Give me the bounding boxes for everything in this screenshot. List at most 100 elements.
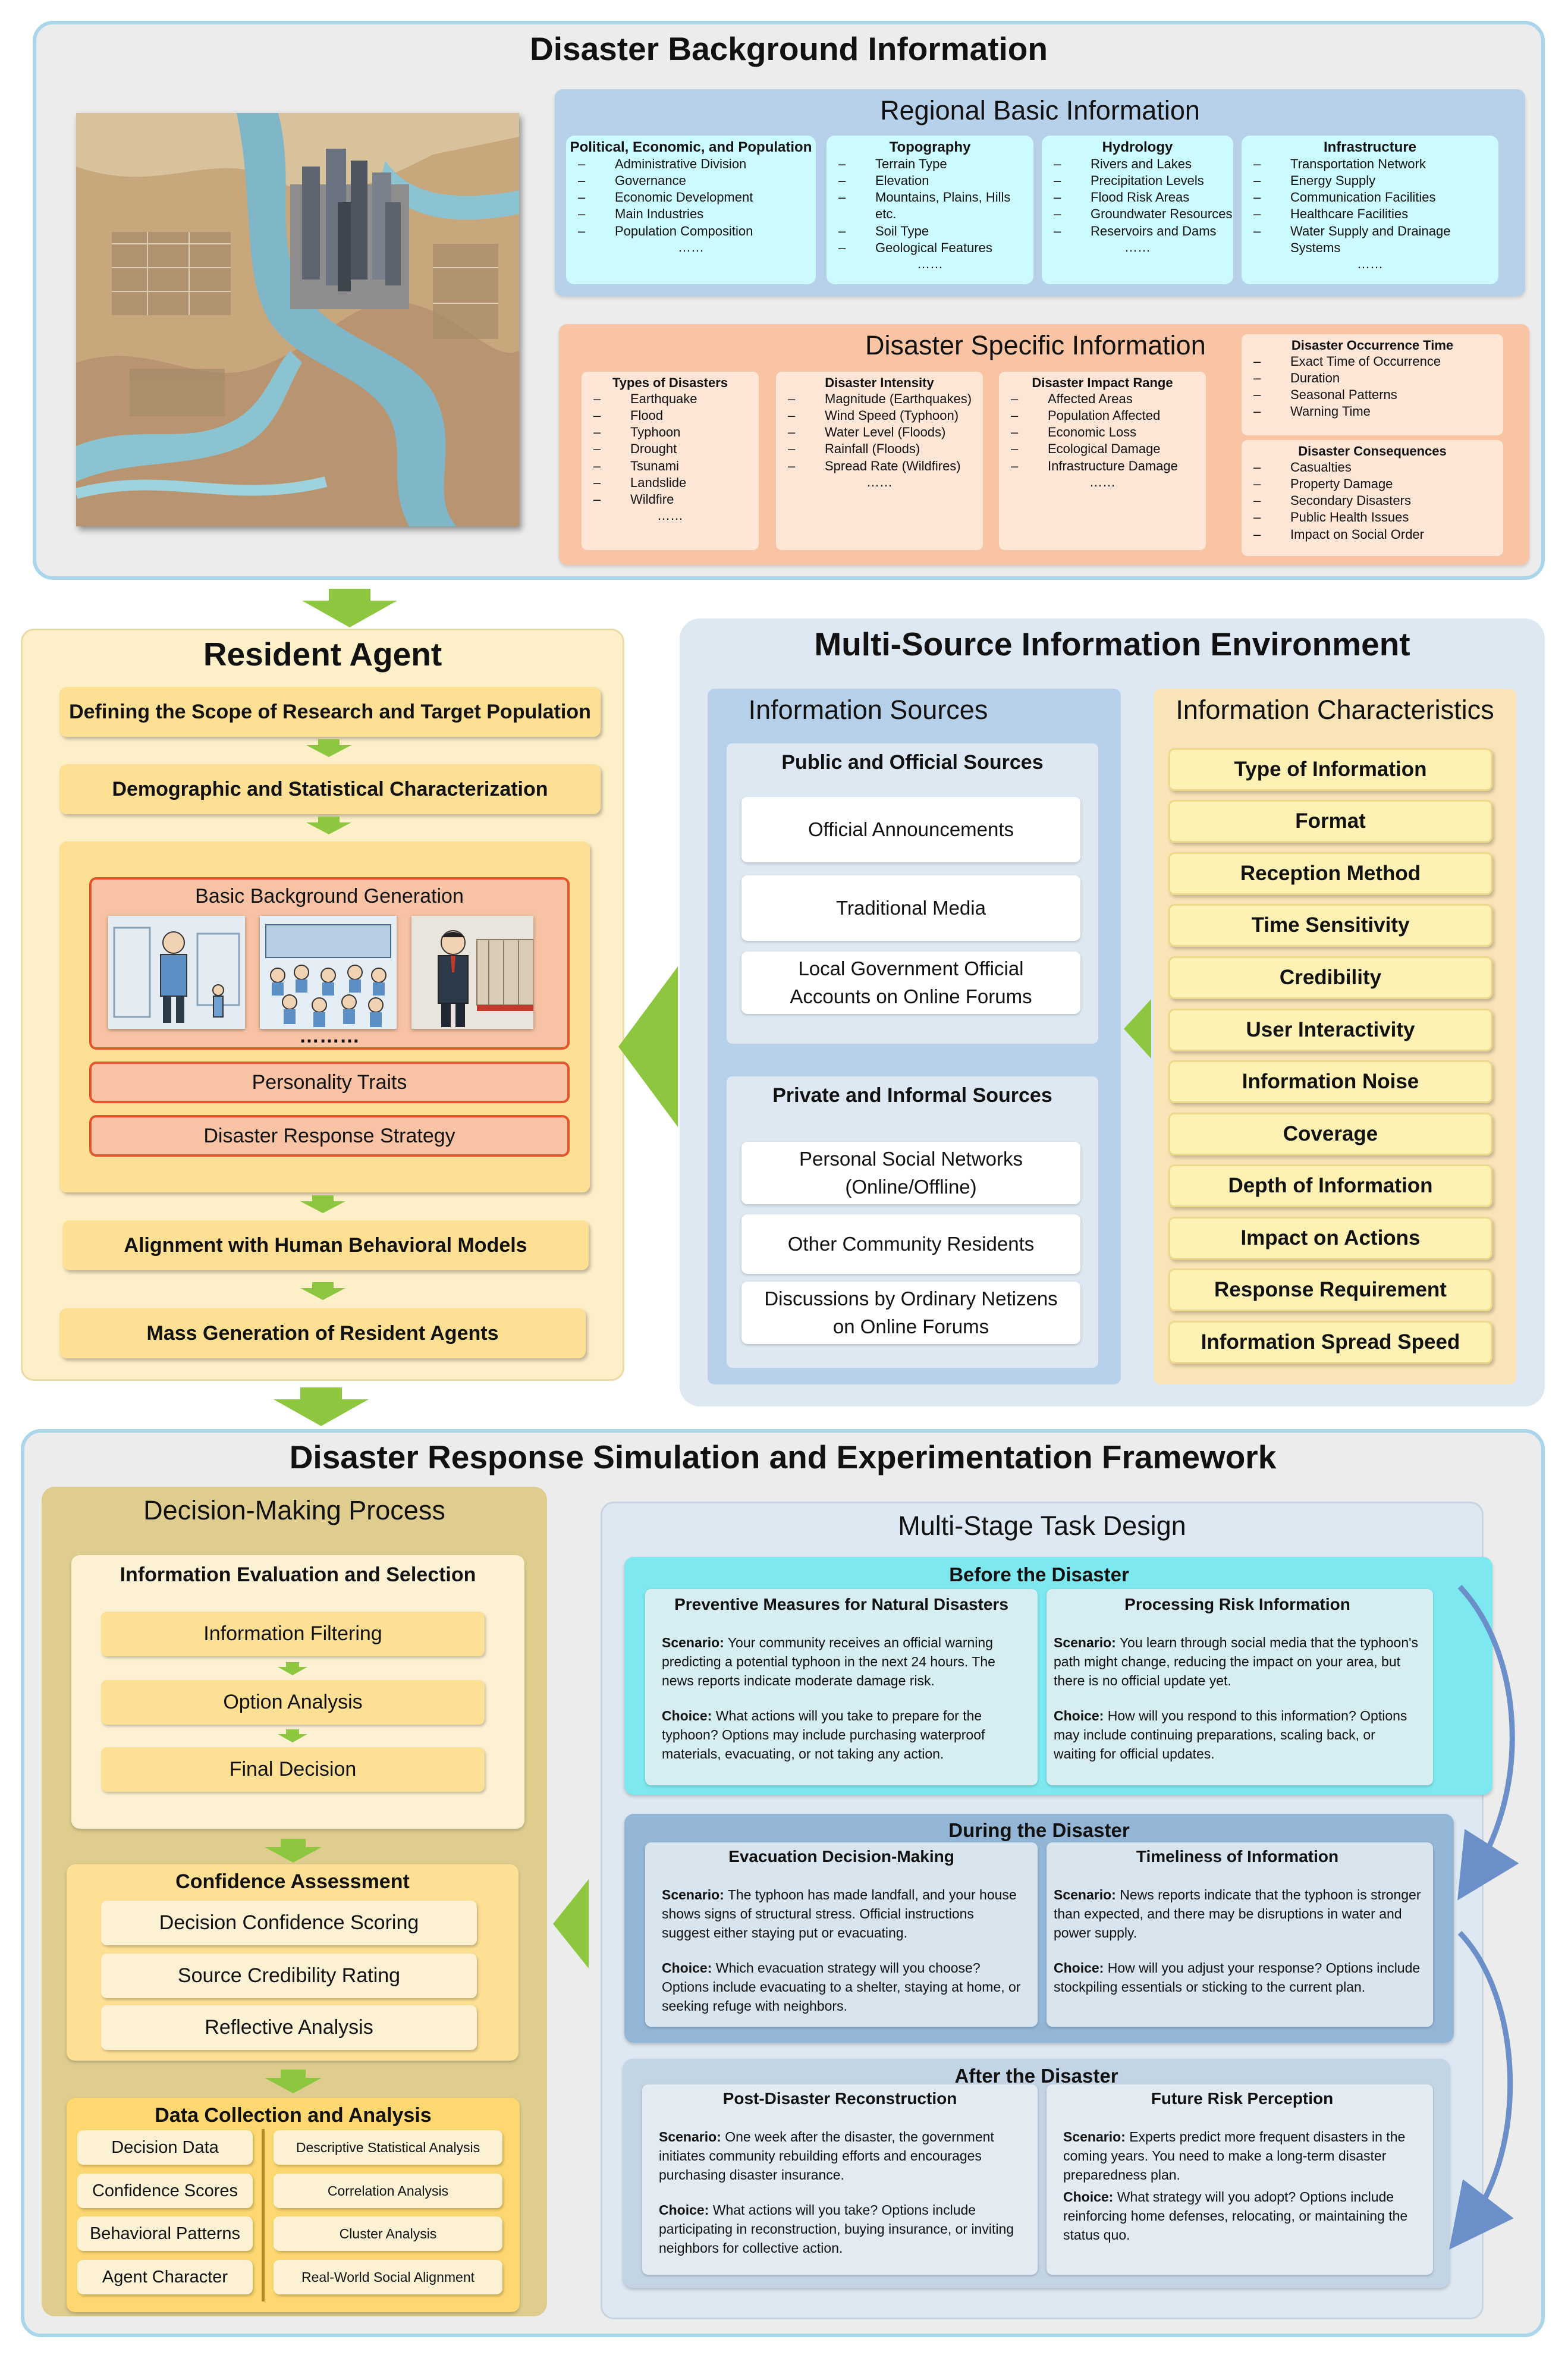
analysis-cluster: Cluster Analysis: [274, 2216, 502, 2251]
task-card: Timeliness of Information Scenario: News…: [1047, 1842, 1433, 2027]
scenario-label: Scenario:: [659, 2129, 721, 2144]
list-item: Energy Supply: [1242, 172, 1498, 189]
data-agent-character: Agent Character: [77, 2260, 253, 2294]
list-item: Magnitude (Earthquakes): [776, 391, 983, 407]
arrow-down-icon: [302, 589, 397, 627]
stage-during-title: During the Disaster: [948, 1819, 1130, 1841]
list-more: ……: [1357, 256, 1383, 271]
char-user-interactivity: User Interactivity: [1168, 1009, 1492, 1051]
data-confidence-scores: Confidence Scores: [77, 2174, 253, 2208]
arrow-down-icon: [300, 1282, 345, 1300]
data-decision-data: Decision Data: [77, 2130, 253, 2165]
list-item: Population Affected: [999, 407, 1206, 424]
list-item: Warning Time: [1242, 403, 1503, 420]
task-scenario: News reports indicate that the typhoon i…: [1054, 1887, 1421, 1941]
specific-col-title: Types of Disasters: [612, 375, 728, 390]
char-reception-method: Reception Method: [1168, 852, 1492, 895]
confidence-title: Confidence Assessment: [175, 1870, 410, 1893]
source-official-announcements: Official Announcements: [741, 797, 1080, 862]
choice-label: Choice:: [1054, 1960, 1104, 1976]
step-option-analysis: Option Analysis: [101, 1680, 485, 1725]
list-item: Secondary Disasters: [1242, 492, 1503, 509]
choice-label: Choice:: [662, 1960, 712, 1976]
choice-label: Choice:: [662, 1707, 712, 1723]
info-sources-title: Information Sources: [748, 695, 988, 725]
list-item: Drought: [582, 441, 759, 457]
list-more: ……: [678, 239, 704, 255]
list-item: Governance: [566, 172, 816, 189]
scenario-label: Scenario:: [662, 1887, 724, 1902]
task-scenario: One week after the disaster, the governm…: [659, 2129, 994, 2183]
decision-process-title: Decision-Making Process: [143, 1495, 445, 1525]
list-item: Impact on Social Order: [1242, 526, 1503, 543]
analysis-correlation: Correlation Analysis: [274, 2174, 502, 2208]
char-format: Format: [1168, 800, 1492, 843]
arrow-down-icon: [278, 1729, 307, 1742]
list-item: Economic Development: [566, 189, 816, 206]
specific-occurrence-time: Disaster Occurrence Time Exact Time of O…: [1242, 334, 1503, 435]
arrow-down-icon: [265, 2070, 322, 2093]
regional-col-title: Hydrology: [1102, 139, 1173, 155]
data-behavioral-patterns: Behavioral Patterns: [77, 2216, 253, 2251]
arrow-down-icon: [274, 1387, 369, 1426]
char-coverage: Coverage: [1168, 1113, 1492, 1155]
task-design-title: Multi-Stage Task Design: [898, 1511, 1186, 1541]
specific-col-impact: Disaster Impact Range Affected Areas Pop…: [999, 372, 1206, 550]
list-item: Precipitation Levels: [1042, 172, 1233, 189]
task-title: Future Risk Perception: [1151, 2089, 1334, 2108]
background-title: Disaster Background Information: [530, 30, 1048, 67]
task-title: Post-Disaster Reconstruction: [722, 2089, 957, 2108]
list-item: Transportation Network: [1242, 156, 1498, 172]
arrow-left-icon: [618, 966, 678, 1127]
stage-before-title: Before the Disaster: [949, 1563, 1129, 1585]
analysis-descriptive: Descriptive Statistical Analysis: [274, 2130, 502, 2165]
resident-illustration-1: [108, 916, 245, 1029]
choice-label: Choice:: [1063, 2188, 1114, 2205]
source-traditional-media: Traditional Media: [741, 875, 1080, 941]
choice-label: Choice:: [1054, 1707, 1104, 1723]
list-item: Water Supply and Drainage Systems: [1242, 223, 1498, 256]
arrow-left-icon: [553, 1879, 589, 1968]
char-type-of-information: Type of Information: [1168, 748, 1492, 791]
task-choice: Which evacuation strategy will you choos…: [662, 1960, 1021, 2014]
arrow-down-icon: [300, 1195, 345, 1213]
list-more: ……: [1089, 474, 1115, 489]
source-community-residents: Other Community Residents: [741, 1214, 1080, 1274]
char-information-spread-speed: Information Spread Speed: [1168, 1321, 1492, 1364]
task-choice: What actions will you take? Options incl…: [659, 2202, 1014, 2256]
list-item: Seasonal Patterns: [1242, 387, 1503, 403]
list-item: Geological Features: [827, 240, 1033, 256]
list-item: Administrative Division: [566, 156, 816, 172]
arrow-down-icon: [265, 1839, 322, 1863]
list-item: Exact Time of Occurrence: [1242, 353, 1503, 370]
step-final-decision: Final Decision: [101, 1747, 485, 1792]
task-title: Processing Risk Information: [1124, 1595, 1350, 1613]
public-sources-title: Public and Official Sources: [781, 751, 1044, 774]
specific-col-intensity: Disaster Intensity Magnitude (Earthquake…: [776, 372, 983, 550]
list-item: Affected Areas: [999, 391, 1206, 407]
task-choice: How will you adjust your response? Optio…: [1054, 1960, 1421, 1995]
scenario-label: Scenario:: [1054, 1635, 1116, 1650]
task-choice: How will you respond to this information…: [1054, 1707, 1407, 1761]
specific-col-title: Disaster Impact Range: [1032, 375, 1173, 390]
scenario-label: Scenario:: [1054, 1887, 1116, 1902]
step-source-credibility: Source Credibility Rating: [101, 1954, 477, 1998]
list-more: ……: [917, 256, 943, 271]
task-scenario: The typhoon has made landfall, and your …: [662, 1887, 1017, 1941]
list-item: Reservoirs and Dams: [1042, 223, 1233, 240]
list-item: Economic Loss: [999, 424, 1206, 441]
city-map-image: [76, 113, 519, 526]
basic-background-title: Basic Background Generation: [195, 884, 464, 908]
specific-consequences: Disaster Consequences Casualties Propert…: [1242, 440, 1503, 556]
specific-col-title: Disaster Occurrence Time: [1291, 338, 1454, 353]
eval-selection-title: Information Evaluation and Selection: [120, 1563, 476, 1586]
specific-col-title: Disaster Consequences: [1298, 444, 1447, 459]
arrow-down-icon: [306, 739, 351, 757]
step-information-filtering: Information Filtering: [101, 1612, 485, 1656]
list-item: Flood: [582, 407, 759, 424]
char-response-requirement: Response Requirement: [1168, 1268, 1492, 1311]
specific-col-types: Types of Disasters Earthquake Flood Typh…: [582, 372, 759, 550]
stage-after-title: After the Disaster: [954, 2064, 1118, 2087]
list-item: Duration: [1242, 370, 1503, 387]
list-item: Landslide: [582, 475, 759, 491]
